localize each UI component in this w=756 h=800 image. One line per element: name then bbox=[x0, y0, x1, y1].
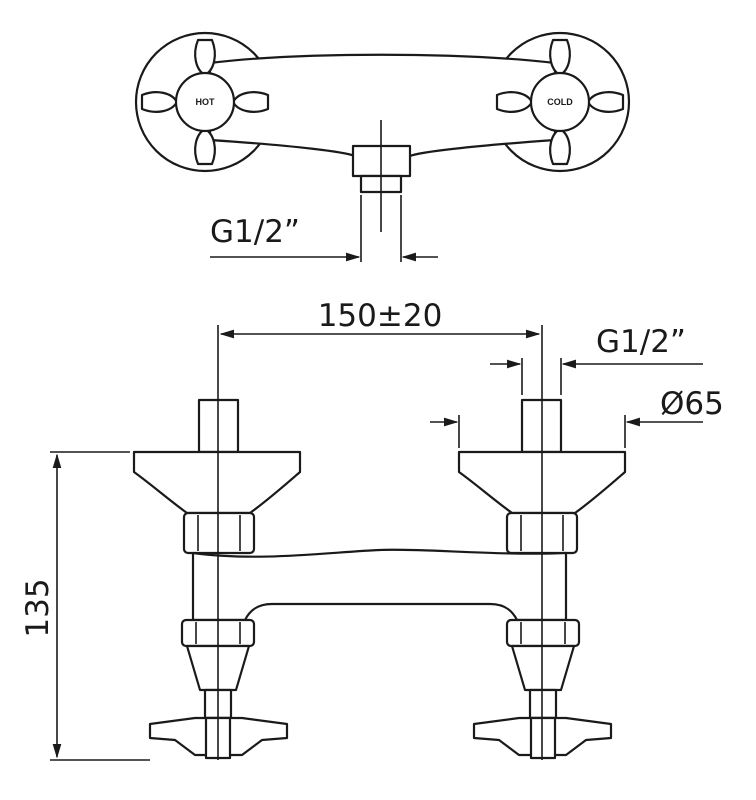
cold-cross-handle bbox=[495, 38, 625, 166]
cold-lower-nut bbox=[505, 618, 581, 648]
front-body bbox=[191, 548, 568, 622]
top-view: HOT COLD G1/2” bbox=[134, 31, 631, 262]
cold-valve-body bbox=[510, 644, 576, 692]
outlet-thread-label: G1/2” bbox=[210, 214, 300, 250]
cold-spindle bbox=[528, 688, 558, 720]
flange-diameter-dimension bbox=[430, 415, 703, 448]
flange-diameter-label: Ø65 bbox=[660, 386, 724, 422]
top-body bbox=[208, 53, 557, 158]
front-view: 150±20 G1/2” Ø65 135 bbox=[20, 298, 724, 761]
cold-handle-hub bbox=[529, 716, 557, 760]
cold-label: COLD bbox=[547, 97, 573, 107]
height-label: 135 bbox=[20, 578, 56, 637]
inlet-thread-dimension bbox=[490, 358, 703, 395]
outlet-thread-dimension bbox=[210, 195, 438, 262]
hot-cross-handle bbox=[140, 38, 270, 166]
hot-wall-cover bbox=[132, 450, 302, 515]
height-dimension bbox=[50, 451, 150, 761]
inlet-thread-label: G1/2” bbox=[596, 324, 686, 360]
hot-label: HOT bbox=[196, 97, 216, 107]
hot-upper-nut bbox=[182, 511, 256, 555]
centre-distance-label: 150±20 bbox=[318, 298, 443, 334]
